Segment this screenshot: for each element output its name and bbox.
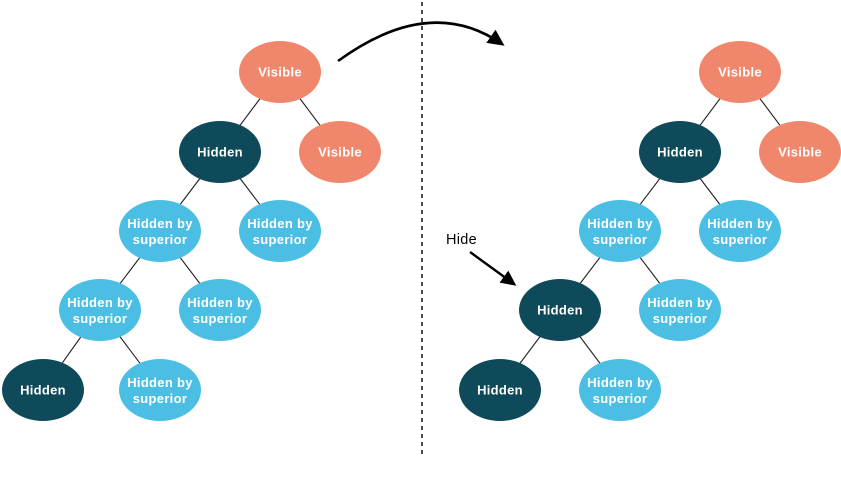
- tree-node-visible: Visible: [699, 41, 781, 103]
- hide-label: Hide: [446, 232, 478, 248]
- node-ellipse: [459, 359, 541, 421]
- node-ellipse: [119, 359, 201, 421]
- tree-node-visible: Visible: [239, 41, 321, 103]
- node-label: Hidden: [197, 145, 243, 160]
- tree-node-hidden: Hidden: [519, 279, 601, 341]
- tree-node-visible: Visible: [759, 121, 841, 183]
- node-ellipse: [639, 121, 721, 183]
- tree-node-hidden: Hidden: [459, 359, 541, 421]
- node-label: Hidden: [537, 303, 583, 318]
- node-ellipse: [119, 200, 201, 262]
- hide-arrow: [469, 251, 517, 286]
- tree-node-hidden: Hidden: [2, 359, 84, 421]
- node-label: Hidden: [477, 383, 523, 398]
- tree-node-visible: Visible: [299, 121, 381, 183]
- node-ellipse: [579, 359, 661, 421]
- node-ellipse: [759, 121, 841, 183]
- node-ellipse: [699, 200, 781, 262]
- node-label: Hidden: [657, 145, 703, 160]
- node-ellipse: [59, 279, 141, 341]
- node-ellipse: [239, 41, 321, 103]
- node-ellipse: [519, 279, 601, 341]
- node-ellipse: [179, 279, 261, 341]
- tree-node-hidden: Hidden: [179, 121, 261, 183]
- node-label: Hidden: [20, 383, 66, 398]
- node-ellipse: [579, 200, 661, 262]
- node-ellipse: [299, 121, 381, 183]
- node-ellipse: [699, 41, 781, 103]
- node-label: Visible: [778, 145, 822, 160]
- node-ellipse: [639, 279, 721, 341]
- node-ellipse: [2, 359, 84, 421]
- node-ellipse: [179, 121, 261, 183]
- tree-node-hidden: Hidden: [639, 121, 721, 183]
- node-ellipse: [239, 200, 321, 262]
- node-label: Visible: [258, 65, 302, 80]
- node-label: Visible: [718, 65, 762, 80]
- transform-arrow: [337, 21, 505, 63]
- node-label: Visible: [318, 145, 362, 160]
